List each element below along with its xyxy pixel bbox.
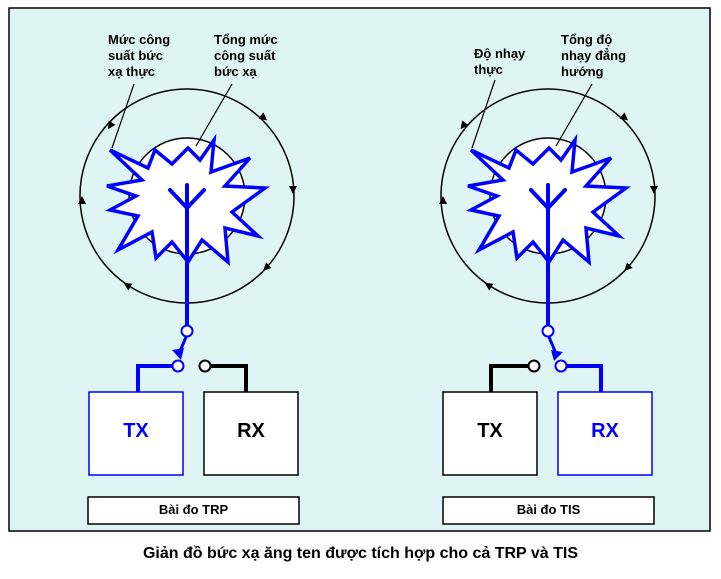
tis-label-total-line-1: Tổng độ	[561, 32, 613, 47]
trp-label-total-line-2: công suất	[214, 48, 276, 63]
trp-switch-node-tx	[171, 359, 185, 373]
trp-label-total: Tổng mức công suất bức xạ	[214, 32, 278, 80]
trp-label-actual-line-3: xạ thực	[108, 64, 155, 79]
figure-caption: Giản đồ bức xạ ăng ten được tích hợp cho…	[142, 545, 579, 562]
tis-switch-node-rx	[554, 359, 568, 373]
tis-label-actual: Độ nhạy thực	[474, 46, 525, 78]
tis-test-name: Bài đo TIS	[516, 502, 581, 517]
tis-switch-node-top	[541, 324, 555, 338]
trp-label-actual: Mức công suất bức xạ thực	[108, 32, 170, 80]
tis-tx-box	[442, 391, 538, 476]
tis-test-label-box	[442, 496, 655, 525]
trp-antenna	[168, 183, 206, 332]
tis-rx-box	[557, 391, 653, 476]
trp-tx-label: TX	[123, 420, 149, 442]
trp-rx-box	[203, 391, 299, 476]
trp-switch-node-top	[180, 324, 194, 338]
tis-switch-node-tx	[527, 359, 541, 373]
tis-label-total-line-2: nhạy đẳng	[561, 48, 627, 63]
trp-diagram	[78, 83, 300, 525]
trp-label-actual-line-1: Mức công	[108, 32, 171, 47]
trp-rx-label: RX	[237, 420, 265, 442]
tis-label-actual-line-2: thực	[474, 62, 503, 77]
tis-label-total: Tổng độ nhạy đẳng hướng	[561, 32, 626, 80]
trp-label-total-line-1: Tổng mức	[214, 32, 278, 47]
trp-test-name: Bài đo TRP	[158, 502, 229, 517]
tis-label-total-line-3: hướng	[561, 64, 604, 79]
tis-rx-label: RX	[591, 420, 619, 442]
tis-diagram	[439, 79, 658, 525]
trp-switch-node-rx	[198, 359, 212, 373]
tis-label-actual-line-1: Độ nhạy	[474, 46, 526, 61]
trp-label-total-line-3: bức xạ	[214, 64, 257, 79]
trp-label-actual-line-2: suất bức	[108, 48, 163, 63]
tis-antenna	[529, 183, 567, 332]
trp-test-label-box	[87, 496, 300, 525]
tis-tx-label: TX	[477, 420, 503, 442]
trp-tx-box	[88, 391, 184, 476]
